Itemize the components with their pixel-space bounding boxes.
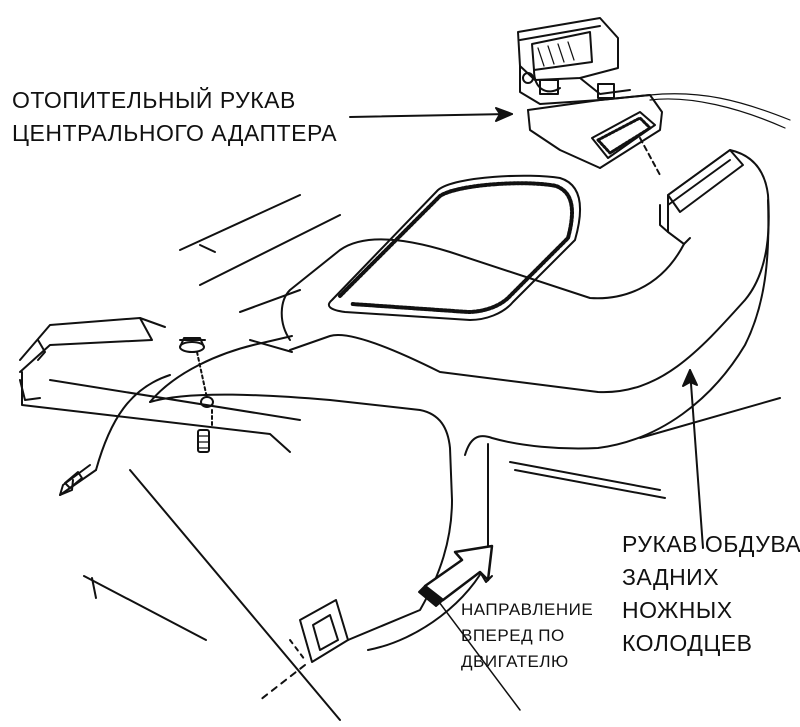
central-adapter-duct-label: ОТОПИТЕЛЬНЫЙ РУКАВ ЦЕНТРАЛЬНОГО АДАПТЕРА [12,84,337,150]
rear-footwell-duct-label-line-1: РУКАВ ОБДУВА [622,531,800,557]
floor-panel-lines [83,194,781,721]
callout-arrows [349,107,704,549]
rear-footwell-duct-label-line-3: НОЖНЫХ [622,597,733,623]
forward-direction-label: НАПРАВЛЕНИЕ ВПЕРЕД ПО ДВИГАТЕЛЮ [461,597,593,675]
forward-direction-label-line-2: ВПЕРЕД ПО [461,626,565,645]
rear-footwell-duct [59,149,770,701]
central-adapter-duct-label-line-1: ОТОПИТЕЛЬНЫЙ РУКАВ [12,87,296,113]
transmission-tunnel [19,317,301,453]
rear-footwell-duct-label-line-4: КОЛОДЦЕВ [622,630,753,656]
forward-direction-arrow [418,544,494,607]
forward-direction-label-line-1: НАПРАВЛЕНИЕ [461,600,594,619]
forward-direction-label-line-3: ДВИГАТЕЛЮ [461,652,569,671]
rear-footwell-duct-label-line-2: ЗАДНИХ [622,564,720,590]
central-adapter-duct-label-line-2: ЦЕНТРАЛЬНОГО АДАПТЕРА [12,120,338,146]
rear-footwell-duct-label: РУКАВ ОБДУВА ЗАДНИХ НОЖНЫХ КОЛОДЦЕВ [622,528,800,660]
fastener-clip [179,337,214,453]
central-adapter [517,17,791,176]
